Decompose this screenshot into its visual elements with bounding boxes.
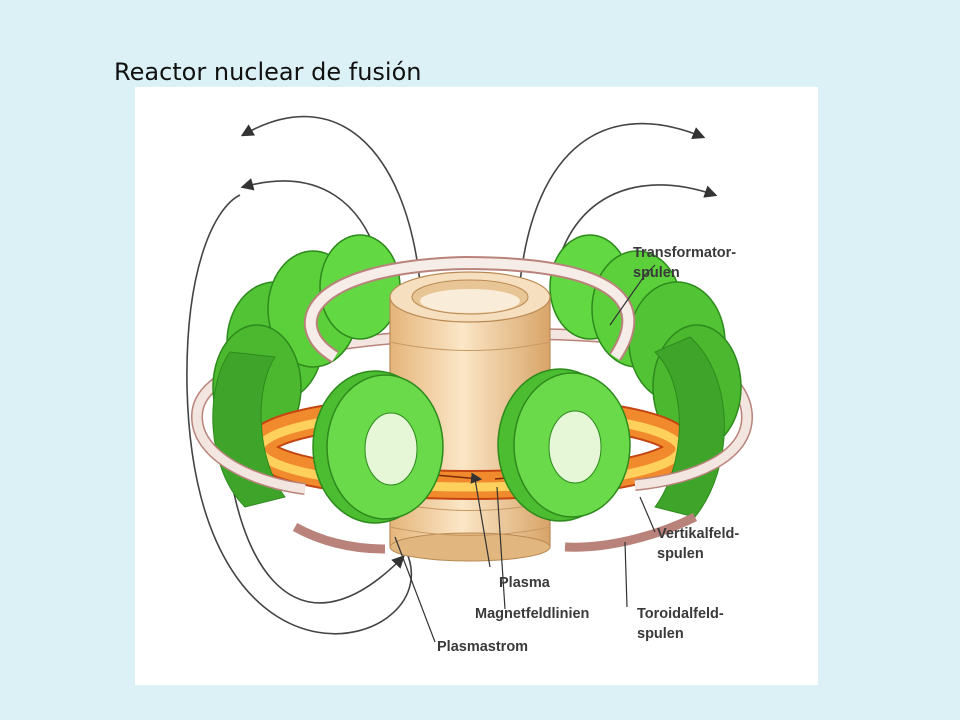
tokamak-diagram: Transformator- spulen Vertikalfeld- spul…	[186, 115, 753, 655]
slide-title: Reactor nuclear de fusión	[114, 58, 422, 86]
label-magnetfeldlinien: Magnetfeldlinien	[475, 606, 589, 622]
label-transformator-1: Transformator-	[633, 245, 736, 261]
leader-lines	[394, 264, 656, 643]
label-vertikal-2: spulen	[657, 546, 704, 562]
label-transformator-2: spulen	[633, 265, 680, 281]
toroidal-coils-front	[212, 336, 725, 524]
tokamak-figure: Transformator- spulen Vertikalfeld- spul…	[135, 87, 818, 685]
label-vertikal-1: Vertikalfeld-	[657, 526, 739, 542]
label-toroidal-2: spulen	[637, 626, 684, 642]
label-toroidal-1: Toroidalfeld-	[637, 606, 724, 622]
vertical-field-ring-front	[191, 416, 753, 554]
transformer-ring-top	[303, 255, 636, 363]
label-plasmastrom: Plasmastrom	[437, 639, 528, 655]
label-plasma: Plasma	[499, 575, 551, 591]
